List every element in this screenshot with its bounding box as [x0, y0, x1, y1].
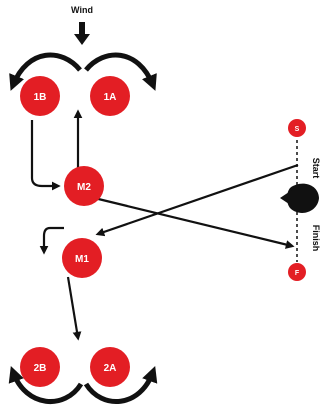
rounding-arrow-right-bottom [83, 365, 158, 405]
start-pin-mark: S [288, 119, 306, 137]
start-pin-label: S [295, 126, 300, 133]
top-rounding-arrows [9, 52, 157, 91]
committee-boat [280, 183, 319, 213]
mark-m1: M1 [62, 238, 102, 278]
start-label: Start [311, 158, 321, 179]
mark-2b-buoy [20, 347, 60, 387]
leg-to-finish [85, 194, 295, 249]
mark-1a-buoy [90, 76, 130, 116]
finish-pin-buoy [288, 263, 306, 281]
mark-m1-buoy [62, 238, 102, 278]
mark-m1-label: M1 [75, 254, 89, 265]
mark-1b-buoy [20, 76, 60, 116]
mark-2a: 2A [90, 347, 130, 387]
course-legs [30, 109, 299, 341]
bottom-rounding-arrows [8, 365, 158, 405]
mark-1a: 1A [90, 76, 130, 116]
mark-2a-buoy [90, 347, 130, 387]
mark-m2: M2 [64, 166, 104, 206]
mark-1b: 1B [20, 76, 60, 116]
leg-1b-to-center [30, 120, 61, 191]
committee-boat-bow [280, 190, 292, 206]
rounding-arrow-left-top [9, 52, 82, 91]
rounding-arrow-right-top [84, 52, 157, 91]
committee-boat-hull [287, 183, 319, 213]
mark-2b: 2B [20, 347, 60, 387]
start-pin-buoy [288, 119, 306, 137]
wind-arrow-icon [74, 22, 90, 45]
leg-start-to-m1 [95, 163, 299, 237]
finish-pin-mark: F [288, 263, 306, 281]
leg-m1-to-bottom [66, 276, 82, 341]
mark-m2-label: M2 [77, 182, 91, 193]
mark-1b-label: 1B [34, 92, 47, 103]
rounding-arrow-left-bottom [8, 365, 84, 405]
wind-label: Wind [71, 5, 93, 15]
leg-hook-m1 [39, 226, 64, 255]
wind-indicator: Wind [71, 5, 93, 45]
mark-1a-label: 1A [104, 92, 117, 103]
finish-pin-label: F [295, 270, 300, 277]
finish-label: Finish [311, 225, 321, 252]
mark-m2-buoy [64, 166, 104, 206]
mark-2a-label: 2A [104, 363, 117, 374]
mark-2b-label: 2B [34, 363, 47, 374]
